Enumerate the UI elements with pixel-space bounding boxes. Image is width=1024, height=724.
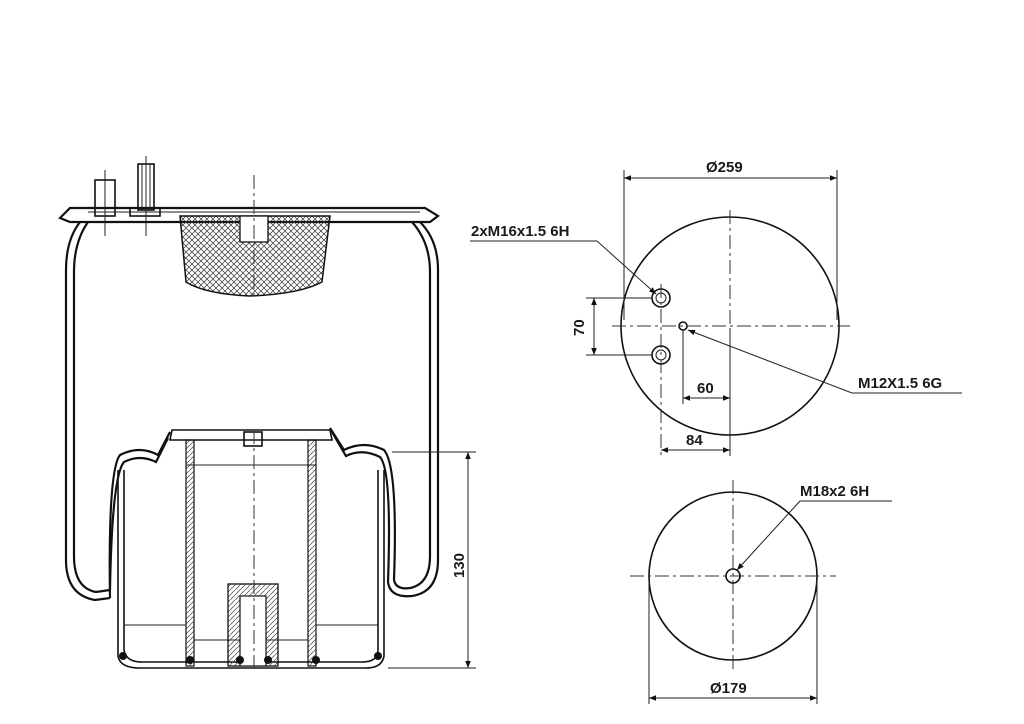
rubber-bumper [179, 215, 331, 297]
bellows [64, 221, 440, 602]
dim-70-label: 70 [571, 319, 588, 336]
piston [117, 429, 385, 670]
thread-m18-label: M18x2 6H [800, 483, 869, 500]
bottom-diameter-label: Ø179 [710, 680, 747, 697]
mounting-studs [94, 156, 161, 236]
dim-60-label: 60 [697, 380, 714, 397]
top-plate-view: Ø259 2xM16x1.5 6H 70 M12X1.5 6G 60 [470, 159, 962, 456]
air-spring-section-view: 130 [58, 156, 476, 670]
thread-m12-label: M12X1.5 6G [858, 375, 942, 392]
m16-holes [651, 284, 671, 456]
thread-2xm16-label: 2xM16x1.5 6H [471, 223, 569, 240]
piston-bottom-view: M18x2 6H Ø179 [630, 480, 892, 704]
m18-hole [725, 568, 741, 584]
dimension-130: 130 [388, 451, 476, 669]
dim-84-label: 84 [686, 432, 703, 449]
top-diameter-label: Ø259 [706, 159, 743, 176]
dim-130-label: 130 [451, 553, 468, 578]
